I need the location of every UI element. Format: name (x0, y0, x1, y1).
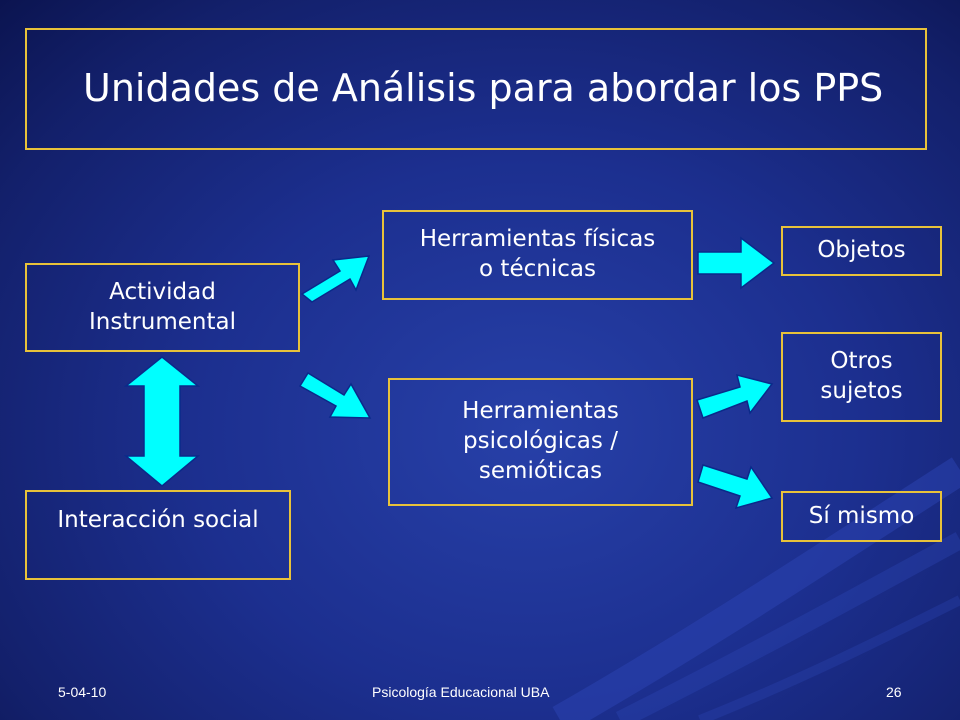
box-objetos-label: Objetos (817, 237, 906, 264)
box-interaccion-social: Interacción social (25, 490, 291, 580)
arrow-actividad-to-herr-fisicas (300, 255, 371, 303)
double-arrow-actividad-interaccion (123, 356, 201, 487)
box-herr-fisicas-line-2: o técnicas (479, 256, 596, 282)
box-herr-psico-line-2: psicológicas / (463, 428, 618, 455)
box-objetos: Objetos (781, 226, 942, 276)
page-title: Unidades de Análisis para abordar los PP… (83, 66, 884, 111)
title-box: Unidades de Análisis para abordar los PP… (25, 28, 927, 150)
box-otros-line-2: sujetos (820, 378, 903, 404)
box-actividad-line-2: Instrumental (88, 308, 237, 335)
box-herr-psico-line-1: Herramientas (462, 398, 619, 425)
box-si-mismo-label: Sí mismo (808, 502, 915, 529)
box-herramientas-fisicas: Herramientas físicas o técnicas (382, 210, 693, 300)
box-otros-line-1: Otros (830, 348, 893, 375)
arrow-herr-psico-to-si-mismo (697, 464, 774, 510)
box-herr-psico-line-3: semióticas (478, 457, 603, 484)
arrow-herr-psico-to-otros (696, 373, 774, 419)
box-si-mismo: Sí mismo (781, 491, 942, 542)
box-otros-sujetos: Otros sujetos (781, 332, 942, 422)
box-herr-fisicas-line-1: Herramientas físicas (419, 226, 656, 253)
box-herramientas-psicologicas: Herramientas psicológicas / semióticas (388, 378, 693, 506)
box-actividad-line-1: Actividad (109, 278, 216, 305)
arrow-herr-fisicas-to-objetos (697, 236, 776, 290)
footer-page-number: 26 (886, 684, 902, 700)
arrow-actividad-to-herr-psico (298, 371, 372, 419)
box-actividad-instrumental: Actividad Instrumental (25, 263, 300, 352)
footer-center-text: Psicología Educacional UBA (372, 684, 550, 700)
footer-date: 5-04-10 (58, 684, 107, 700)
box-interaccion-label: Interacción social (57, 507, 259, 533)
